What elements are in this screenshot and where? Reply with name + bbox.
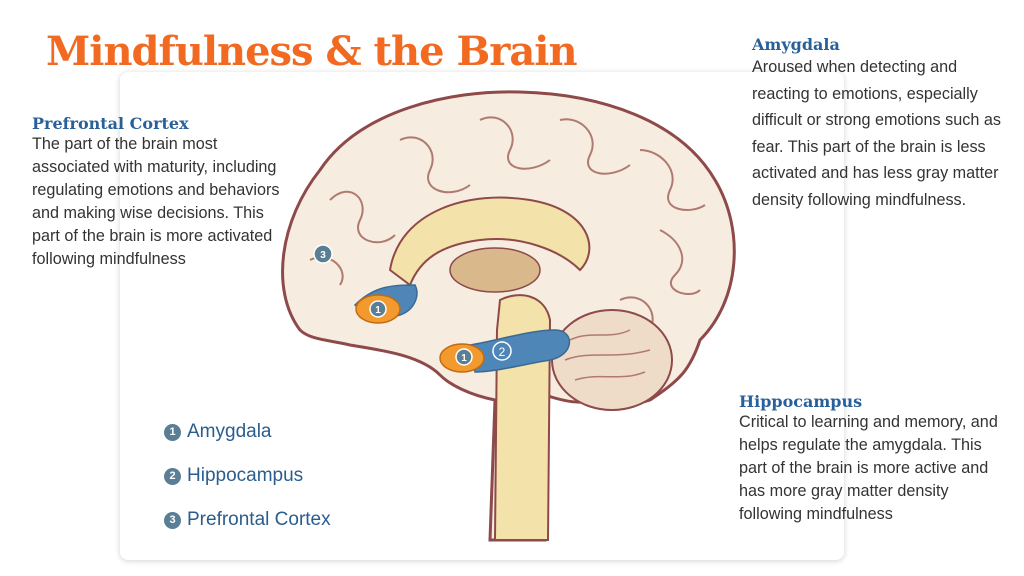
prefrontal-cortex-heading: Prefrontal Cortex xyxy=(32,114,189,133)
amygdala-description: Aroused when detecting and reacting to e… xyxy=(752,58,1001,209)
legend-item-prefrontal-cortex: 3 Prefrontal Cortex xyxy=(164,498,331,542)
legend-number: 3 xyxy=(164,511,181,529)
amygdala-heading: Amygdala xyxy=(752,35,840,54)
svg-text:3: 3 xyxy=(320,250,326,261)
legend-label: Prefrontal Cortex xyxy=(187,509,331,530)
hippocampus-description: Critical to learning and memory, and hel… xyxy=(739,413,998,523)
cerebellum-folds xyxy=(564,329,651,381)
cerebellum xyxy=(551,309,673,411)
svg-text:2: 2 xyxy=(499,345,506,359)
corpus-callosum xyxy=(388,196,591,287)
prefrontal-cortex-description: The part of the brain most associated wi… xyxy=(32,135,280,268)
svg-text:1: 1 xyxy=(375,305,381,316)
amygdala-label: Amygdala Aroused when detecting and reac… xyxy=(752,35,1002,213)
page-title: Mindfulness & the Brain xyxy=(46,28,578,75)
brain-gyri xyxy=(309,116,706,331)
svg-text:1: 1 xyxy=(461,353,467,364)
legend-number: 2 xyxy=(164,467,181,485)
marker-amygdala-2: 1 xyxy=(455,348,473,366)
prefrontal-cortex-label: Prefrontal Cortex The part of the brain … xyxy=(32,114,282,271)
hippocampus-shape xyxy=(469,329,571,373)
hippocampus-heading: Hippocampus xyxy=(739,392,863,411)
legend-item-hippocampus: 2 Hippocampus xyxy=(164,454,331,498)
marker-amygdala-1: 1 xyxy=(369,300,387,318)
legend: 1 Amygdala 2 Hippocampus 3 Prefrontal Co… xyxy=(164,410,331,542)
legend-label: Amygdala xyxy=(187,421,272,442)
legend-item-amygdala: 1 Amygdala xyxy=(164,410,331,454)
marker-prefrontal: 3 xyxy=(313,244,333,264)
legend-label: Hippocampus xyxy=(187,465,304,486)
thalamus xyxy=(449,247,541,293)
legend-number: 1 xyxy=(164,423,181,441)
hippocampus-label: Hippocampus Critical to learning and mem… xyxy=(739,392,1009,526)
marker-hippocampus: 2 xyxy=(492,341,512,361)
